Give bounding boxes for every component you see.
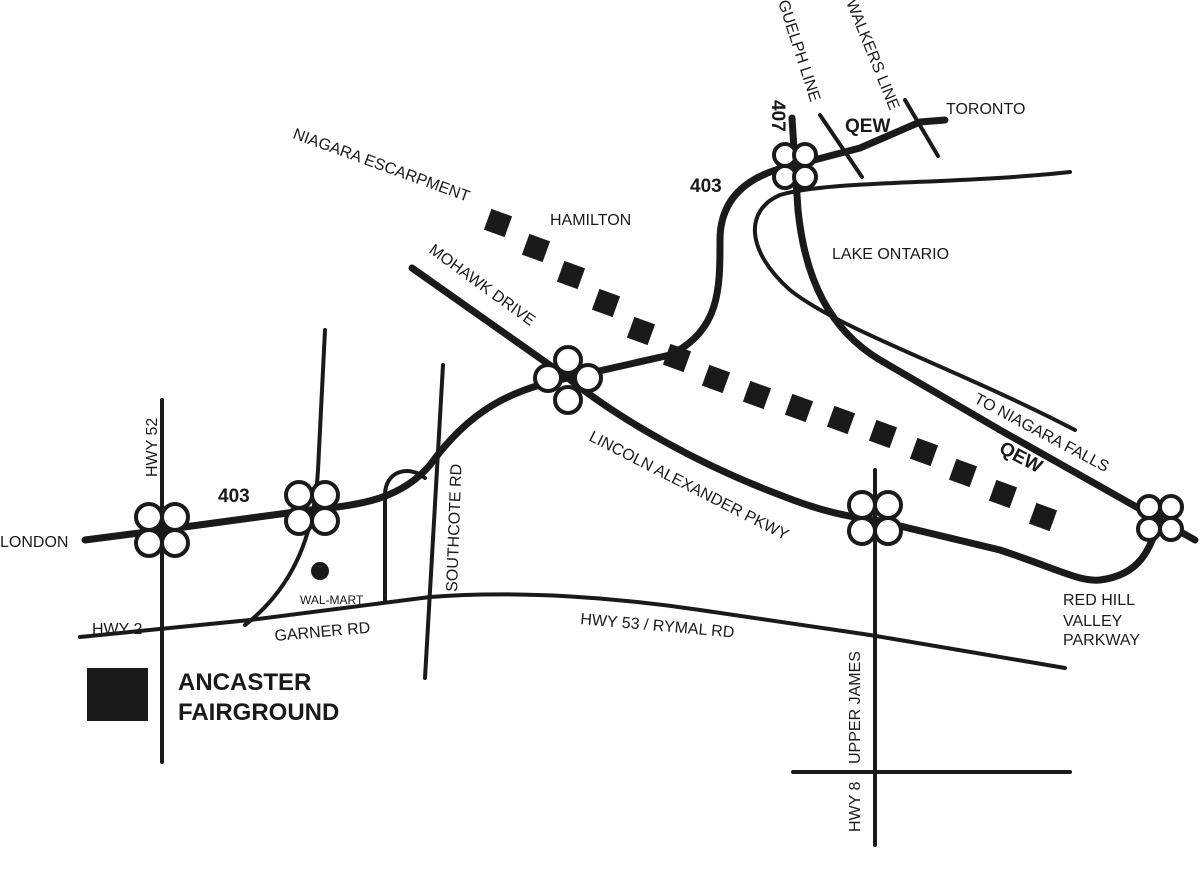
label-upper-james: UPPER JAMES [847,651,864,764]
label-london: LONDON [0,534,68,551]
label-walmart: WAL-MART [300,593,364,607]
interchange-hwy52 [134,502,190,558]
interchange-mohawk [533,345,603,415]
label-hwy407: 407 [767,100,788,132]
label-hwy403-west: 403 [218,486,250,507]
label-hwy8: HWY 8 [847,782,864,832]
label-hwy53-rymal: HWY 53 / RYMAL RD [580,611,735,641]
interchange-403-west [284,480,340,536]
lincoln-alexander-pkwy [564,374,1164,584]
label-hwy52: HWY 52 [144,418,161,477]
label-southcote-rd: SOUTHCOTE RD [444,464,465,593]
fairground-marker [87,668,148,721]
label-destination-line1: ANCASTER [178,669,311,696]
label-toronto: TORONTO [946,101,1025,118]
label-red-hill-2: VALLEY [1063,613,1123,630]
label-garner-rd: GARNER RD [274,620,371,645]
guelph-line-road [818,113,864,179]
qew [791,161,1199,544]
hwy2-rymal-road [78,592,1067,670]
interchange-upper-james [847,490,903,546]
connector-road [243,328,327,627]
mohawk-drive [408,264,572,382]
label-hwy403-top: 403 [690,176,722,197]
southcote-road [423,363,445,680]
label-qew-top: QEW [845,116,890,137]
label-lake-ontario: LAKE ONTARIO [832,246,949,263]
label-red-hill-3: PARKWAY [1063,632,1140,649]
label-walkers-line: WALKERS LINE [842,0,902,113]
interchange-407-qew [772,142,818,190]
shoreline [753,170,1077,432]
label-hwy2: HWY 2 [92,621,142,638]
label-red-hill-1: RED HILL [1063,592,1135,609]
walmart-marker [311,562,329,580]
niagara-escarpment-line [483,208,1058,532]
interchange-red-hill-qew [1136,494,1184,542]
label-guelph-line: GUELPH LINE [774,0,823,104]
label-niagara-escarpment: NIAGARA ESCARPMENT [291,126,472,206]
walkers-line-road [903,98,940,158]
label-hamilton: HAMILTON [550,212,631,229]
hwy403 [81,116,949,544]
label-destination-line2: FAIRGROUND [178,699,339,726]
